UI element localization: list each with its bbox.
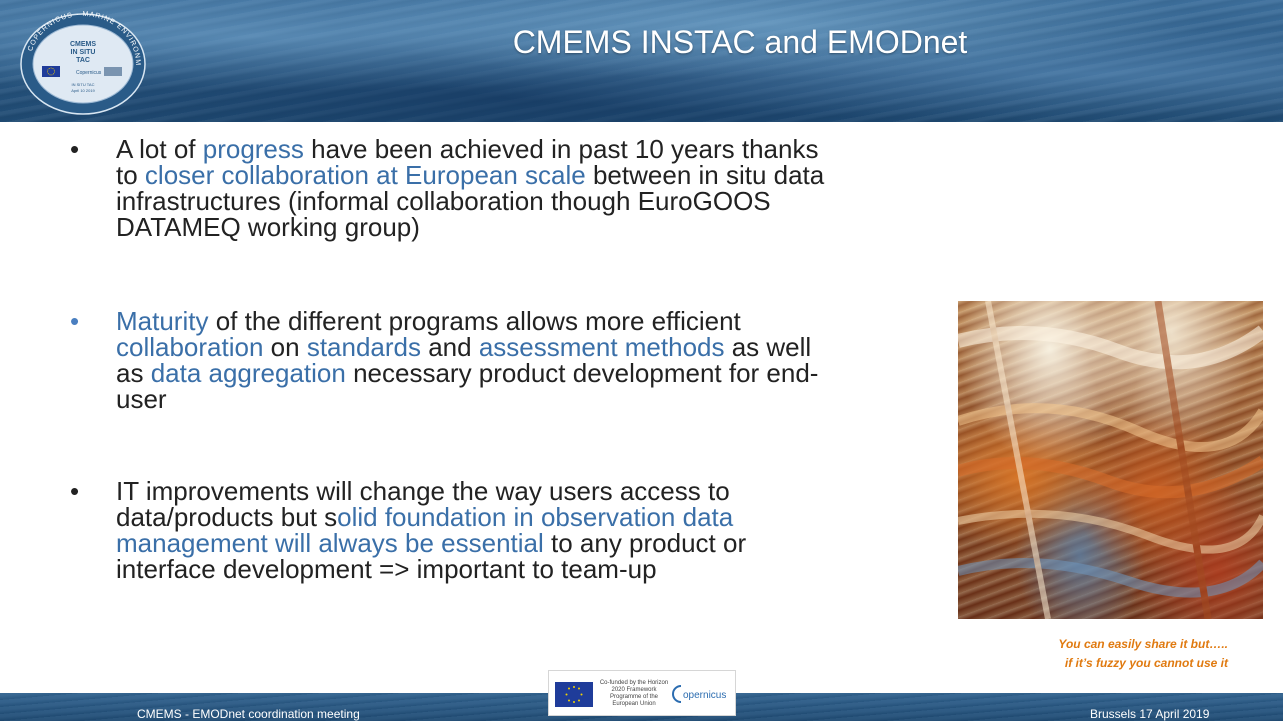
copernicus-logo-icon: opernicus <box>672 685 726 703</box>
highlighted-text: closer collaboration at European scale <box>144 160 586 190</box>
highlighted-text: management will always be essential <box>116 528 544 558</box>
bullet-text-run: as well <box>724 332 812 362</box>
bullet-text-run: of the different programs allows more ef… <box>208 306 741 336</box>
eu-flag-icon <box>42 66 60 77</box>
copernicus-insitu-tac-logo: COPERNICUS · MARINE ENVIRONMENT MONITORI… <box>16 8 146 115</box>
slide-title: CMEMS INSTAC and EMODnet <box>512 24 968 60</box>
highlighted-text: olid foundation in observation data <box>337 502 734 532</box>
highlighted-text: standards <box>306 332 421 362</box>
highlighted-text: progress <box>202 134 304 164</box>
footer-left-text: CMEMS - EMODnet coordination meeting <box>137 707 360 721</box>
bullet-text-run: necessary product development for end- <box>345 358 819 388</box>
bullet-item-3: • IT improvements will change the way us… <box>70 478 960 608</box>
bullet-dot-icon: • <box>70 134 80 164</box>
bullet-dot-icon: • <box>70 476 80 506</box>
bullet-item-1: • A lot of progress have been achieved i… <box>70 136 960 266</box>
eu-funding-text: Co-funded by the Horizon 2020 Framework … <box>599 680 669 707</box>
photo-blur-strokes <box>958 301 1263 619</box>
bullet-text-run: and <box>421 332 479 362</box>
logo-line-1: CMEMS <box>70 41 96 48</box>
footer-right-text: Brussels 17 April 2019 <box>1090 707 1210 721</box>
highlighted-text: assessment methods <box>478 332 725 362</box>
caption-line-2: if it’s fuzzy you cannot use it <box>1064 656 1228 670</box>
bullet-text-run: DATAMEQ working group) <box>116 212 420 242</box>
bullet-text-run: user <box>116 384 167 414</box>
copernicus-logo-text: opernicus <box>683 690 726 701</box>
caption-line-1: You can easily share it but….. <box>1058 637 1228 651</box>
bullet-text-run: interface development => important to te… <box>116 554 657 584</box>
bullet-text-run: IT improvements will change the way user… <box>116 476 730 506</box>
bullet-text-1: A lot of progress have been achieved in … <box>116 136 956 240</box>
eu-flag-icon <box>555 682 593 707</box>
header-banner: COPERNICUS · MARINE ENVIRONMENT MONITORI… <box>0 0 1283 122</box>
highlighted-text: collaboration <box>116 332 264 362</box>
highlighted-text: data aggregation <box>150 358 346 388</box>
logo-bottom-line-1: IN SITU TAC <box>72 82 95 87</box>
bullet-text-run: to <box>116 160 145 190</box>
logo-line-3: TAC <box>76 57 90 64</box>
bullet-text-run: data/products but s <box>116 502 338 532</box>
bullet-text-run: have been achieved in past 10 years than… <box>303 134 819 164</box>
bullet-text-run: infrastructures (informal collaboration … <box>116 186 771 216</box>
bullet-dot-icon: • <box>70 306 80 336</box>
bullet-text-run: on <box>263 332 307 362</box>
bullet-item-2: • Maturity of the different programs all… <box>70 308 960 438</box>
bullet-text-2: Maturity of the different programs allow… <box>116 308 956 412</box>
eu-funding-logo-box: Co-funded by the Horizon 2020 Framework … <box>548 670 736 716</box>
bullet-text-run: as <box>116 358 151 388</box>
bullet-text-3: IT improvements will change the way user… <box>116 478 956 582</box>
bullet-text-run: between in situ data <box>585 160 825 190</box>
logo-bottom-line-2: April 10 2019 <box>71 88 95 93</box>
fuzzy-crowd-photo <box>958 301 1263 619</box>
bullet-text-run: A lot of <box>116 134 203 164</box>
highlighted-text: Maturity <box>116 306 209 336</box>
svg-text:Copernicus: Copernicus <box>76 70 102 76</box>
bullet-text-run: to any product or <box>543 528 747 558</box>
logo-line-2: IN SITU <box>71 49 96 56</box>
photo-caption: You can easily share it but….. if it’s f… <box>930 635 1228 673</box>
